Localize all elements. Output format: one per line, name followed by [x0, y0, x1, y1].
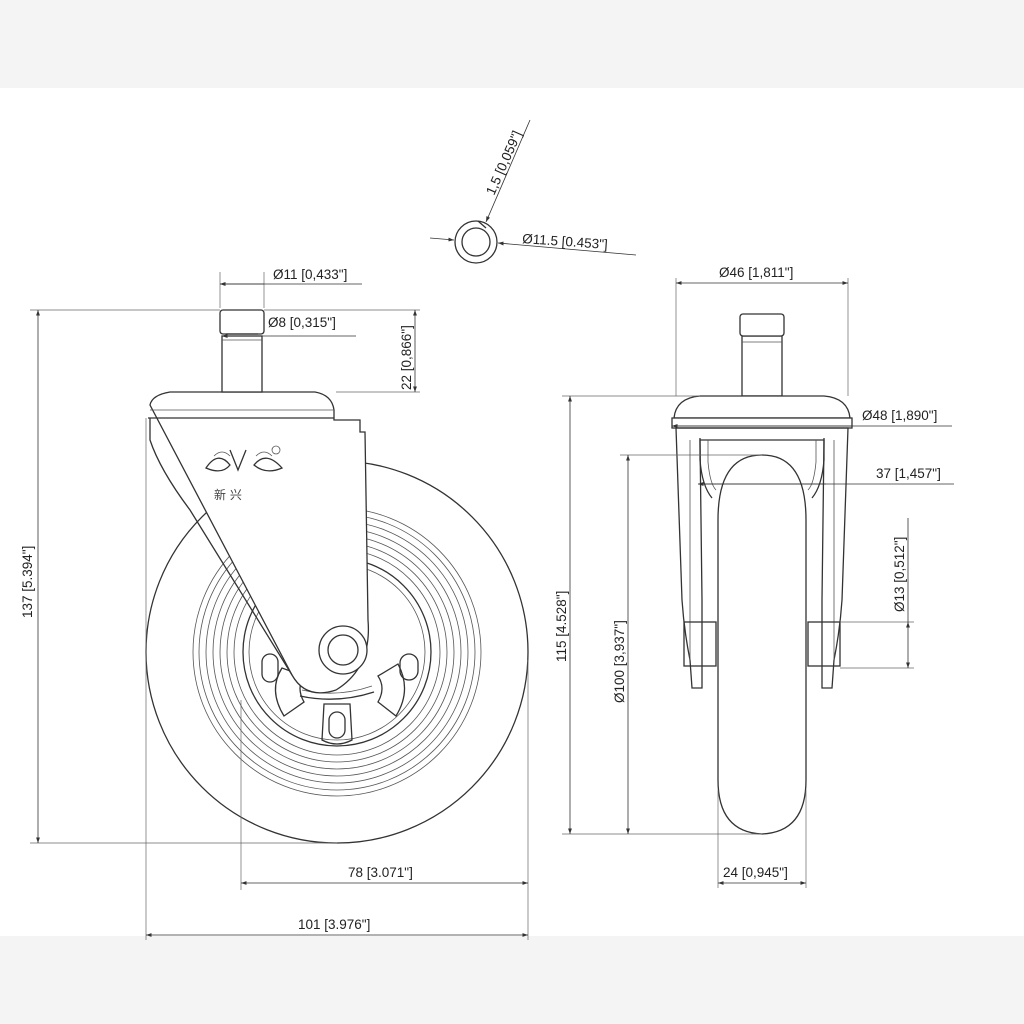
- split-ring-view: Ø11.5 [0.453"] 1,5 [0,059"]: [429, 119, 637, 264]
- stem: [221, 335, 263, 393]
- brand-text: 新 兴: [214, 487, 242, 502]
- body-height-label: 115 [4.528"]: [554, 591, 569, 662]
- drawing-sheet: [0, 88, 1024, 936]
- fork-inner-width-label: 37 [1,457"]: [876, 466, 941, 481]
- overall-height-label: 137 [5.394"]: [20, 546, 35, 618]
- overall-length-label: 101 [3.976"]: [298, 917, 370, 932]
- brand-logo: 新 兴: [205, 445, 284, 502]
- stem-tip: [219, 309, 265, 335]
- axle-outer: [318, 625, 368, 675]
- top-plate: [673, 395, 851, 419]
- wheel-diameter-label: Ø100 [3,937"]: [612, 620, 627, 703]
- axle-diameter-label: Ø13 [0,512"]: [892, 537, 907, 612]
- ring-diameter-label: Ø11.5 [0.453"]: [522, 231, 608, 252]
- front-stem: [741, 335, 783, 397]
- axle-bore: [327, 634, 359, 666]
- plate-width-label: Ø48 [1,890"]: [862, 408, 937, 423]
- front-stem-tip: [739, 313, 785, 337]
- ring-wire-label: 1,5 [0,059"]: [483, 128, 525, 197]
- tread-width-label: 78 [3.071"]: [348, 865, 413, 880]
- caster-side-view: 新 兴 Ø11 [0,433"] Ø8 [0,315"] 22 [0,866"]…: [20, 267, 529, 940]
- stem-length-label: 22 [0,866"]: [399, 325, 414, 390]
- front-wheel: [717, 454, 807, 835]
- caster-front-view: Ø46 [1,811"] Ø48 [1,890"] 37 [1,457"] Ø1…: [554, 265, 954, 888]
- wheel-width-label: 24 [0,945"]: [723, 865, 788, 880]
- stem-tip-diameter-label: Ø11 [0,433"]: [273, 267, 347, 282]
- swivel-fork: [149, 391, 370, 694]
- stem-diameter-label: Ø8 [0,315"]: [268, 315, 336, 330]
- plate-top-width-label: Ø46 [1,811"]: [719, 265, 793, 280]
